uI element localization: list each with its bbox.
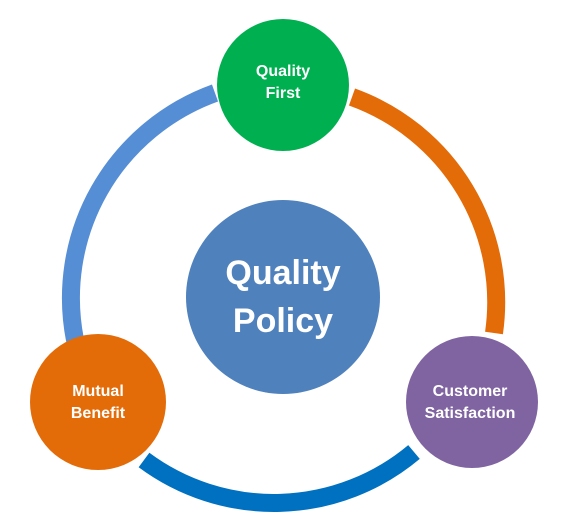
arc-quality-to-customer [348, 88, 506, 335]
customer-satisfaction-circle [406, 336, 538, 468]
customer-satisfaction-label-line2: Satisfaction [425, 405, 516, 422]
mutual-benefit-circle [30, 334, 166, 470]
center-label-line2: Policy [233, 302, 333, 340]
quality-first-label-line2: First [266, 85, 301, 102]
quality-first-circle [217, 19, 349, 151]
mutual-benefit-label-line2: Benefit [71, 405, 126, 422]
quality-first-label-line1: Quality [256, 63, 310, 80]
arc-mutual-to-quality [61, 84, 219, 342]
arc-customer-to-mutual [138, 445, 420, 512]
center-circle [186, 200, 380, 394]
customer-satisfaction-label-line1: Customer [433, 383, 508, 400]
center-label-line1: Quality [225, 254, 340, 292]
mutual-benefit-label-line1: Mutual [72, 383, 124, 400]
